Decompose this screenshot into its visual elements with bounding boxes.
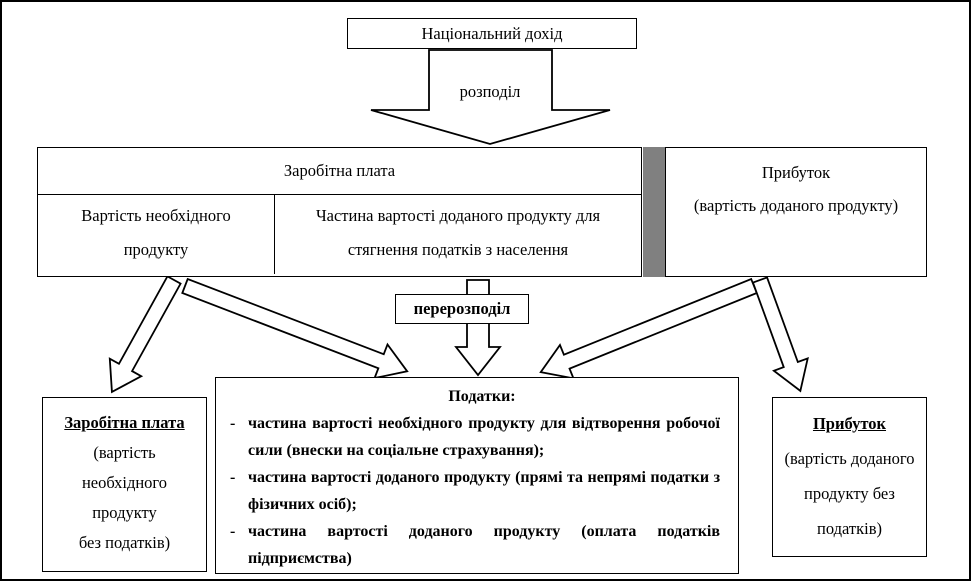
redistribution-label-box: перерозподіл bbox=[395, 294, 529, 324]
profit-title: Прибуток bbox=[761, 163, 831, 182]
wages-after-tax-line: (вартість bbox=[93, 443, 156, 462]
wages-after-tax-line: необхідного bbox=[81, 473, 168, 492]
wages-after-tax-title: Заробітна плата bbox=[64, 413, 185, 432]
taxes-title: Податки: bbox=[448, 388, 516, 405]
list-dash-marker: - bbox=[230, 469, 236, 486]
tax-list-item: - частина вартості необхідного продукту … bbox=[226, 410, 738, 464]
gray-separator bbox=[643, 147, 665, 277]
tax-item-text: частина вартості необхідного продукту дл… bbox=[248, 415, 720, 459]
wages-table: Заробітна плата Вартість необхідного про… bbox=[37, 147, 642, 277]
added-product-tax-cell: Частина вартості доданого продукту для с… bbox=[315, 206, 601, 259]
tax-list-item: - частина вартості доданого продукту (пр… bbox=[226, 464, 738, 518]
wages-row: Вартість необхідного продукту Частина ва… bbox=[38, 195, 641, 274]
profit-after-tax-line: (вартість доданого bbox=[784, 449, 915, 468]
tax-item-text: частина вартості доданого продукту (опла… bbox=[248, 523, 720, 567]
wages-after-tax-box: Заробітна плата (вартість необхідного пр… bbox=[42, 397, 207, 572]
redistribution-arrow-right-to-taxes bbox=[539, 277, 758, 380]
wages-after-tax-line: без податків) bbox=[78, 533, 171, 552]
wages-header: Заробітна плата bbox=[38, 148, 641, 195]
redistribution-label: перерозподіл bbox=[413, 299, 511, 318]
redistribution-arrow-to-wages bbox=[108, 275, 182, 394]
redistribution-arrow-left-to-taxes bbox=[181, 277, 409, 380]
tax-item-text: частина вартості доданого продукту (прям… bbox=[248, 469, 720, 513]
profit-box: Прибуток (вартість доданого продукту) bbox=[665, 147, 927, 277]
profit-after-tax-title: Прибуток bbox=[812, 414, 887, 433]
wages-after-tax-line: продукту bbox=[92, 503, 157, 522]
national-income-label: Національний дохід bbox=[421, 23, 563, 43]
list-dash-marker: - bbox=[230, 415, 236, 432]
redistribution-arrow-to-profit bbox=[751, 276, 809, 393]
profit-after-tax-line: продукту без bbox=[804, 484, 895, 503]
distribution-label: розподіл bbox=[459, 82, 521, 101]
profit-after-tax-box: Прибуток (вартість доданого продукту без… bbox=[772, 397, 927, 557]
profit-subtitle: (вартість доданого продукту) bbox=[693, 196, 899, 215]
tax-list-item: - частина вартості доданого продукту (оп… bbox=[226, 518, 738, 572]
list-dash-marker: - bbox=[230, 523, 236, 540]
profit-after-tax-line: податків) bbox=[817, 519, 882, 538]
national-income-box: Національний дохід bbox=[347, 18, 637, 49]
necessary-product-cell: Вартість необхідного продукту bbox=[38, 195, 275, 274]
distribution-down-arrow bbox=[370, 49, 611, 145]
taxes-box: Податки: - частина вартості необхідного … bbox=[215, 377, 739, 574]
